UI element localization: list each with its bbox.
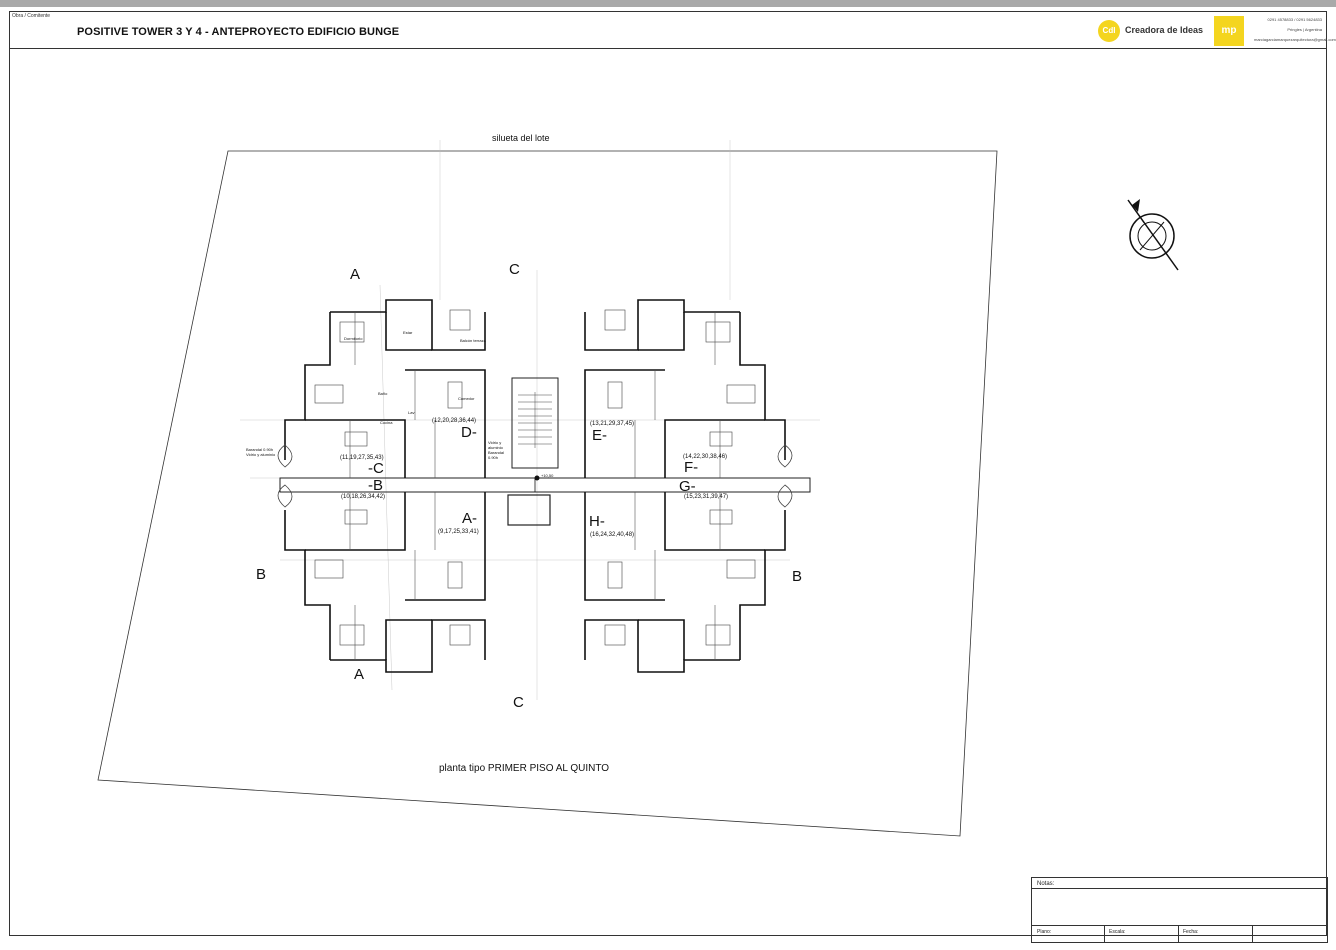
header-small-label: Obra / Comitente	[12, 13, 51, 19]
lot-silhouette	[97, 150, 998, 837]
section-mark-c-bottom: C	[513, 694, 524, 711]
section-mark-a-bottom: A	[354, 666, 365, 683]
level-marker	[534, 475, 540, 492]
elevator-shaft	[507, 494, 551, 526]
unit-tag-g: G-	[679, 478, 696, 495]
fecha-label: Fecha:	[1183, 929, 1199, 935]
unit-numbers-a: (9,17,25,33,41)	[438, 529, 479, 535]
plano-label: Plano:	[1037, 929, 1052, 935]
level-mark-text: +10,50	[541, 473, 554, 478]
section-mark-b-left: B	[256, 566, 267, 583]
logo-mark: CdI	[1098, 20, 1120, 42]
unit-numbers-b: (10,18,26,34,42)	[341, 494, 386, 500]
project-title: POSITIVE TOWER 3 Y 4 - ANTEPROYECTO EDIF…	[77, 26, 400, 38]
unit-tag-h: H-	[589, 513, 605, 530]
unit-tag-b: -B	[368, 477, 383, 494]
room-label-estar: Estar	[403, 330, 413, 335]
notes-label: Notas:	[1037, 881, 1055, 887]
notes-divider	[1032, 888, 1327, 889]
logo-text: Creadora de Ideas	[1125, 25, 1204, 35]
room-label-balcony-railing: Barandal 0.90h Vidrio y aluminio	[246, 447, 276, 457]
unit-tag-d: D-	[461, 424, 477, 441]
unit-tag-c: -C	[368, 460, 384, 477]
mp-logo: mp	[1214, 16, 1244, 46]
contact-line-1: 0291 4578833 / 0291 5624833	[1267, 17, 1323, 22]
notes-separator-3	[1252, 926, 1253, 942]
contact-line-3: marciagarciamarquezarquitectura@gmail.co…	[1254, 37, 1336, 42]
logo-creadora-de-ideas: CdI Creadora de Ideas	[1094, 16, 1214, 46]
room-label-dormitorio: Dormitorio	[344, 336, 363, 341]
room-label-comedor: Comedor	[458, 396, 475, 401]
section-mark-c-top: C	[509, 261, 520, 278]
lot-label: silueta del lote	[492, 133, 550, 143]
section-mark-b-right: B	[792, 568, 803, 585]
plan-caption: planta tipo PRIMER PISO AL QUINTO	[439, 763, 610, 774]
beds	[314, 321, 756, 646]
unit-numbers-g: (15,23,31,39,47)	[684, 494, 729, 500]
room-label-hall-railing: Vidrio y aluminio Barandal 0.90h	[488, 440, 505, 460]
contact-line-2: Pringles | Argentina	[1287, 27, 1322, 32]
interior-partitions	[349, 312, 721, 660]
room-label-balcon-terraza: Balcón terraza	[460, 338, 486, 343]
unit-numbers-f: (14,22,30,38,46)	[683, 454, 728, 460]
notes-separator-2	[1178, 926, 1179, 942]
unit-tag-a: A-	[462, 510, 477, 527]
dining-tables	[344, 309, 733, 646]
left-wing-walls	[284, 299, 486, 673]
room-label-lav: Lav	[408, 410, 415, 415]
north-arrow-icon	[1127, 199, 1179, 271]
balconies	[277, 444, 793, 508]
central-corridor	[279, 477, 811, 493]
unit-numbers-c: (11,19,27,35,43)	[340, 455, 384, 461]
contact-info: 0291 4578833 / 0291 5624833 Pringles | A…	[1254, 15, 1336, 45]
unit-numbers-e: (13,21,29,37,45)	[590, 421, 635, 427]
unit-tag-e: E-	[592, 427, 607, 444]
notes-separator-1	[1104, 926, 1105, 942]
sheet-frame	[9, 11, 1327, 936]
stair-core	[511, 377, 559, 469]
notes-footer-row: Plano: Escala: Fecha:	[1032, 925, 1327, 942]
escala-label: Escala:	[1109, 929, 1126, 935]
room-label-cocina: Cocina	[380, 420, 393, 425]
unit-tag-f: F-	[684, 459, 699, 476]
stair-treads	[518, 392, 552, 448]
room-label-bano: Baño	[378, 391, 388, 396]
right-wing-walls	[584, 299, 786, 673]
title-block-header: Obra / Comitente POSITIVE TOWER 3 Y 4 - …	[9, 11, 1336, 49]
section-mark-a-top: A	[350, 266, 361, 283]
unit-numbers-d: (12,20,28,36,44)	[432, 418, 477, 424]
unit-numbers-h: (16,24,32,40,48)	[590, 532, 635, 538]
notes-block: Notas: Plano: Escala: Fecha:	[1031, 877, 1328, 943]
